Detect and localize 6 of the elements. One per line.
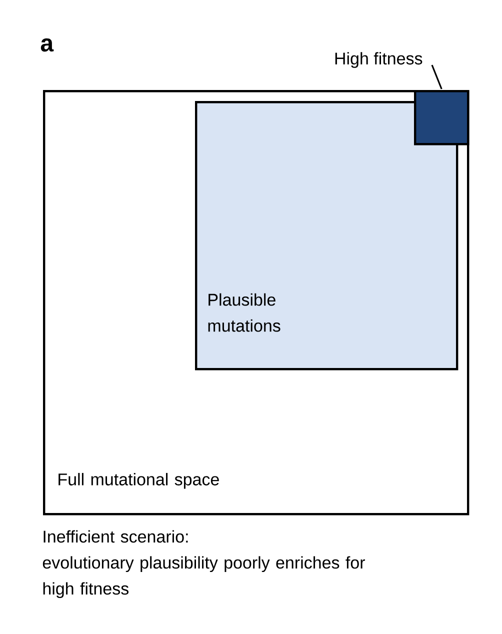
panel-letter: a <box>40 38 54 52</box>
square <box>414 90 470 146</box>
region-box: Plausible mutations <box>195 101 458 370</box>
caption: Inefficient scenario: evolutionary plausibility poorly enriches for high fitness <box>42 530 365 598</box>
leader-line <box>431 64 442 90</box>
label-text: High fitness <box>335 52 422 68</box>
